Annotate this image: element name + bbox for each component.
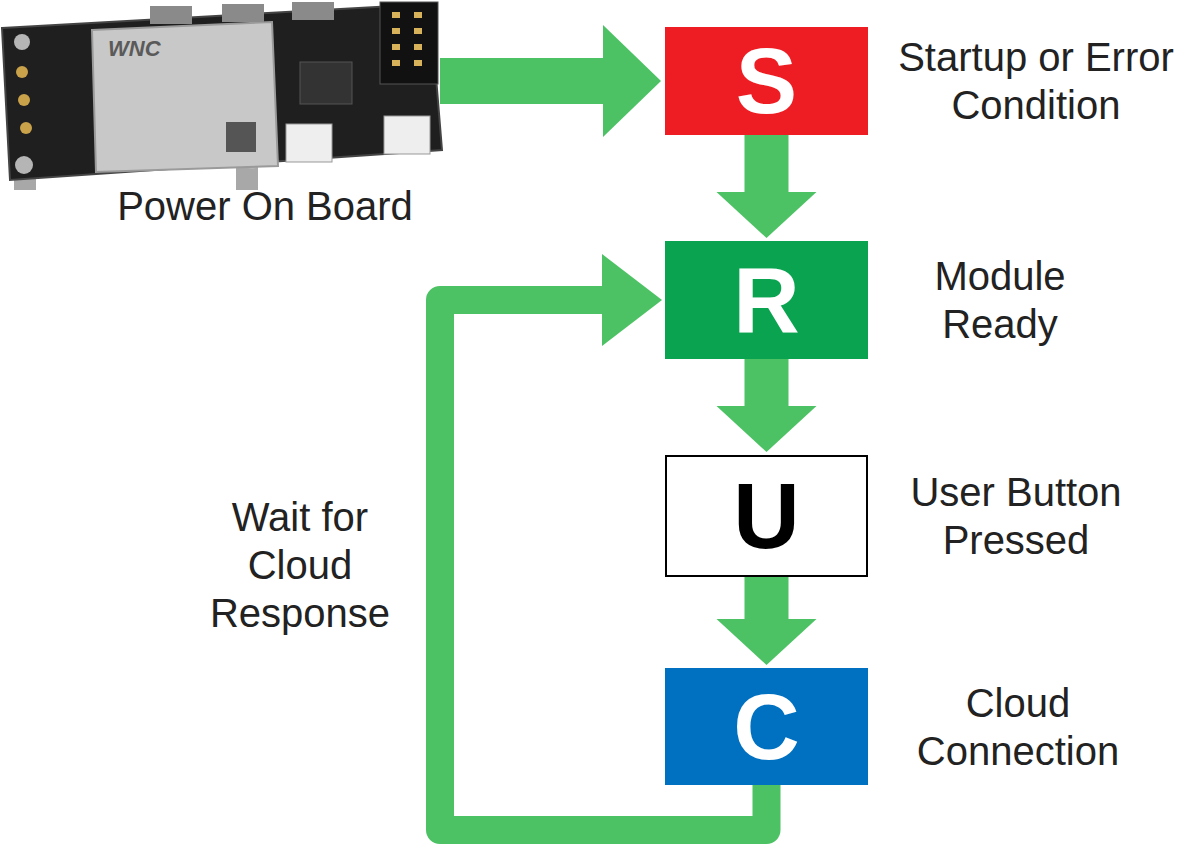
header-pins (392, 12, 422, 66)
chip (300, 62, 352, 104)
state-box: UUser Button Pressed (665, 455, 868, 577)
jst-connector (384, 116, 430, 154)
board-photo (2, 2, 442, 190)
antenna-connector (16, 66, 28, 78)
antenna-connector (20, 122, 32, 134)
cell-module (92, 22, 278, 172)
usb-connector (292, 2, 334, 20)
arrow-head (603, 25, 661, 137)
state-letter: U (733, 470, 799, 562)
usb-connector (150, 6, 192, 24)
flow-arrow (717, 135, 817, 238)
usb-connector (222, 4, 264, 22)
flow-arrow (440, 25, 661, 137)
state-description: Startup or Error Condition (890, 33, 1182, 129)
jst-connector (286, 124, 332, 162)
state-description: Module Ready (915, 252, 1085, 348)
state-box: CCloud Connection (665, 668, 868, 785)
arrow-head (602, 254, 662, 346)
standoff-top (15, 156, 33, 174)
module-brand: WNC (108, 36, 161, 62)
board-node: Power On Board (0, 0, 440, 232)
state-letter: S (736, 35, 797, 127)
edge-label: Wait for Cloud Response (200, 493, 400, 637)
qr-code (226, 122, 256, 152)
arrow-shaft (440, 58, 620, 104)
state-box: RModule Ready (665, 241, 868, 359)
state-description: User Button Pressed (896, 468, 1136, 564)
arrow-head (717, 192, 817, 238)
antenna-connector (18, 94, 30, 106)
arrow-head (717, 406, 817, 452)
flow-arrow (717, 359, 817, 452)
pin-header (380, 2, 438, 84)
pcb (2, 4, 442, 180)
flow-arrow (717, 577, 817, 665)
standoff-top (14, 34, 30, 50)
state-letter: C (733, 681, 799, 773)
state-description: Cloud Connection (898, 679, 1138, 775)
state-box: SStartup or Error Condition (665, 27, 868, 135)
state-letter: R (733, 254, 799, 346)
arrow-head (717, 619, 817, 665)
board-label: Power On Board (90, 182, 440, 230)
